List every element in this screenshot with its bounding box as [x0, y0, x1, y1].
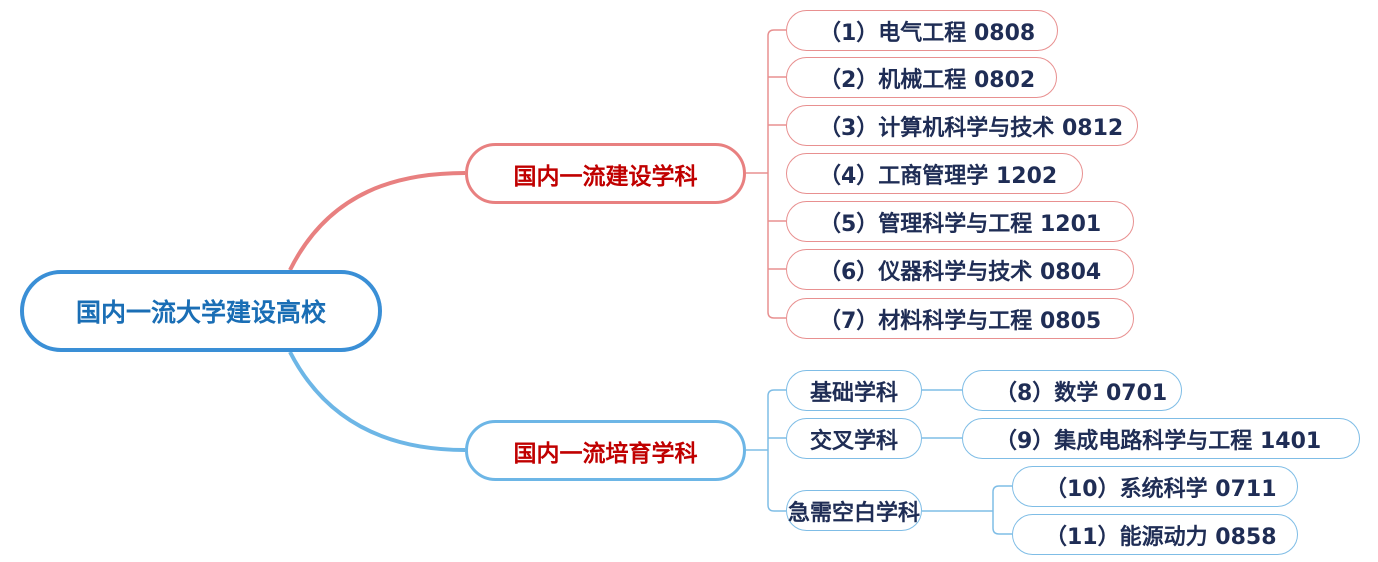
discipline-label: （3）计算机科学与技术 0812: [819, 115, 1124, 141]
discipline-label: （5）管理科学与工程 1201: [819, 211, 1102, 237]
discipline-label: （6）仪器科学与技术 0804: [819, 259, 1102, 285]
branch-label: 国内一流培育学科: [513, 440, 698, 467]
discipline-node[interactable]: （3）计算机科学与技术 0812: [786, 105, 1138, 146]
discipline-node[interactable]: （7）材料科学与工程 0805: [786, 298, 1134, 339]
discipline-node[interactable]: （10）系统科学 0711: [1012, 466, 1298, 507]
category-label: 急需空白学科: [787, 500, 920, 526]
discipline-label: （8）数学 0701: [995, 380, 1168, 406]
discipline-label: （11）能源动力 0858: [1045, 524, 1277, 550]
branch-cultivation-disciplines[interactable]: 国内一流培育学科: [465, 420, 746, 481]
category-node-interdisciplinary[interactable]: 交叉学科: [786, 418, 922, 459]
discipline-label: （7）材料科学与工程 0805: [819, 308, 1102, 334]
branch-construction-disciplines[interactable]: 国内一流建设学科: [465, 143, 746, 204]
discipline-label: （9）集成电路科学与工程 1401: [995, 428, 1322, 454]
discipline-node[interactable]: （8）数学 0701: [962, 370, 1182, 411]
category-label: 交叉学科: [809, 428, 898, 454]
discipline-node[interactable]: （4）工商管理学 1202: [786, 153, 1083, 194]
root-label: 国内一流大学建设高校: [75, 298, 326, 327]
branch-label: 国内一流建设学科: [513, 163, 698, 190]
discipline-label: （1）电气工程 0808: [819, 20, 1036, 46]
discipline-node[interactable]: （11）能源动力 0858: [1012, 514, 1298, 555]
category-label: 基础学科: [809, 380, 898, 406]
category-node-basic[interactable]: 基础学科: [786, 370, 922, 411]
category-node-urgent[interactable]: 急需空白学科: [786, 490, 922, 531]
discipline-label: （2）机械工程 0802: [819, 67, 1036, 93]
discipline-node[interactable]: （5）管理科学与工程 1201: [786, 201, 1134, 242]
discipline-node[interactable]: （9）集成电路科学与工程 1401: [962, 418, 1360, 459]
discipline-label: （10）系统科学 0711: [1045, 476, 1277, 502]
discipline-label: （4）工商管理学 1202: [819, 163, 1058, 189]
root-node[interactable]: 国内一流大学建设高校: [20, 270, 382, 352]
discipline-node[interactable]: （6）仪器科学与技术 0804: [786, 249, 1134, 290]
discipline-node[interactable]: （2）机械工程 0802: [786, 57, 1057, 98]
discipline-node[interactable]: （1）电气工程 0808: [786, 10, 1058, 51]
